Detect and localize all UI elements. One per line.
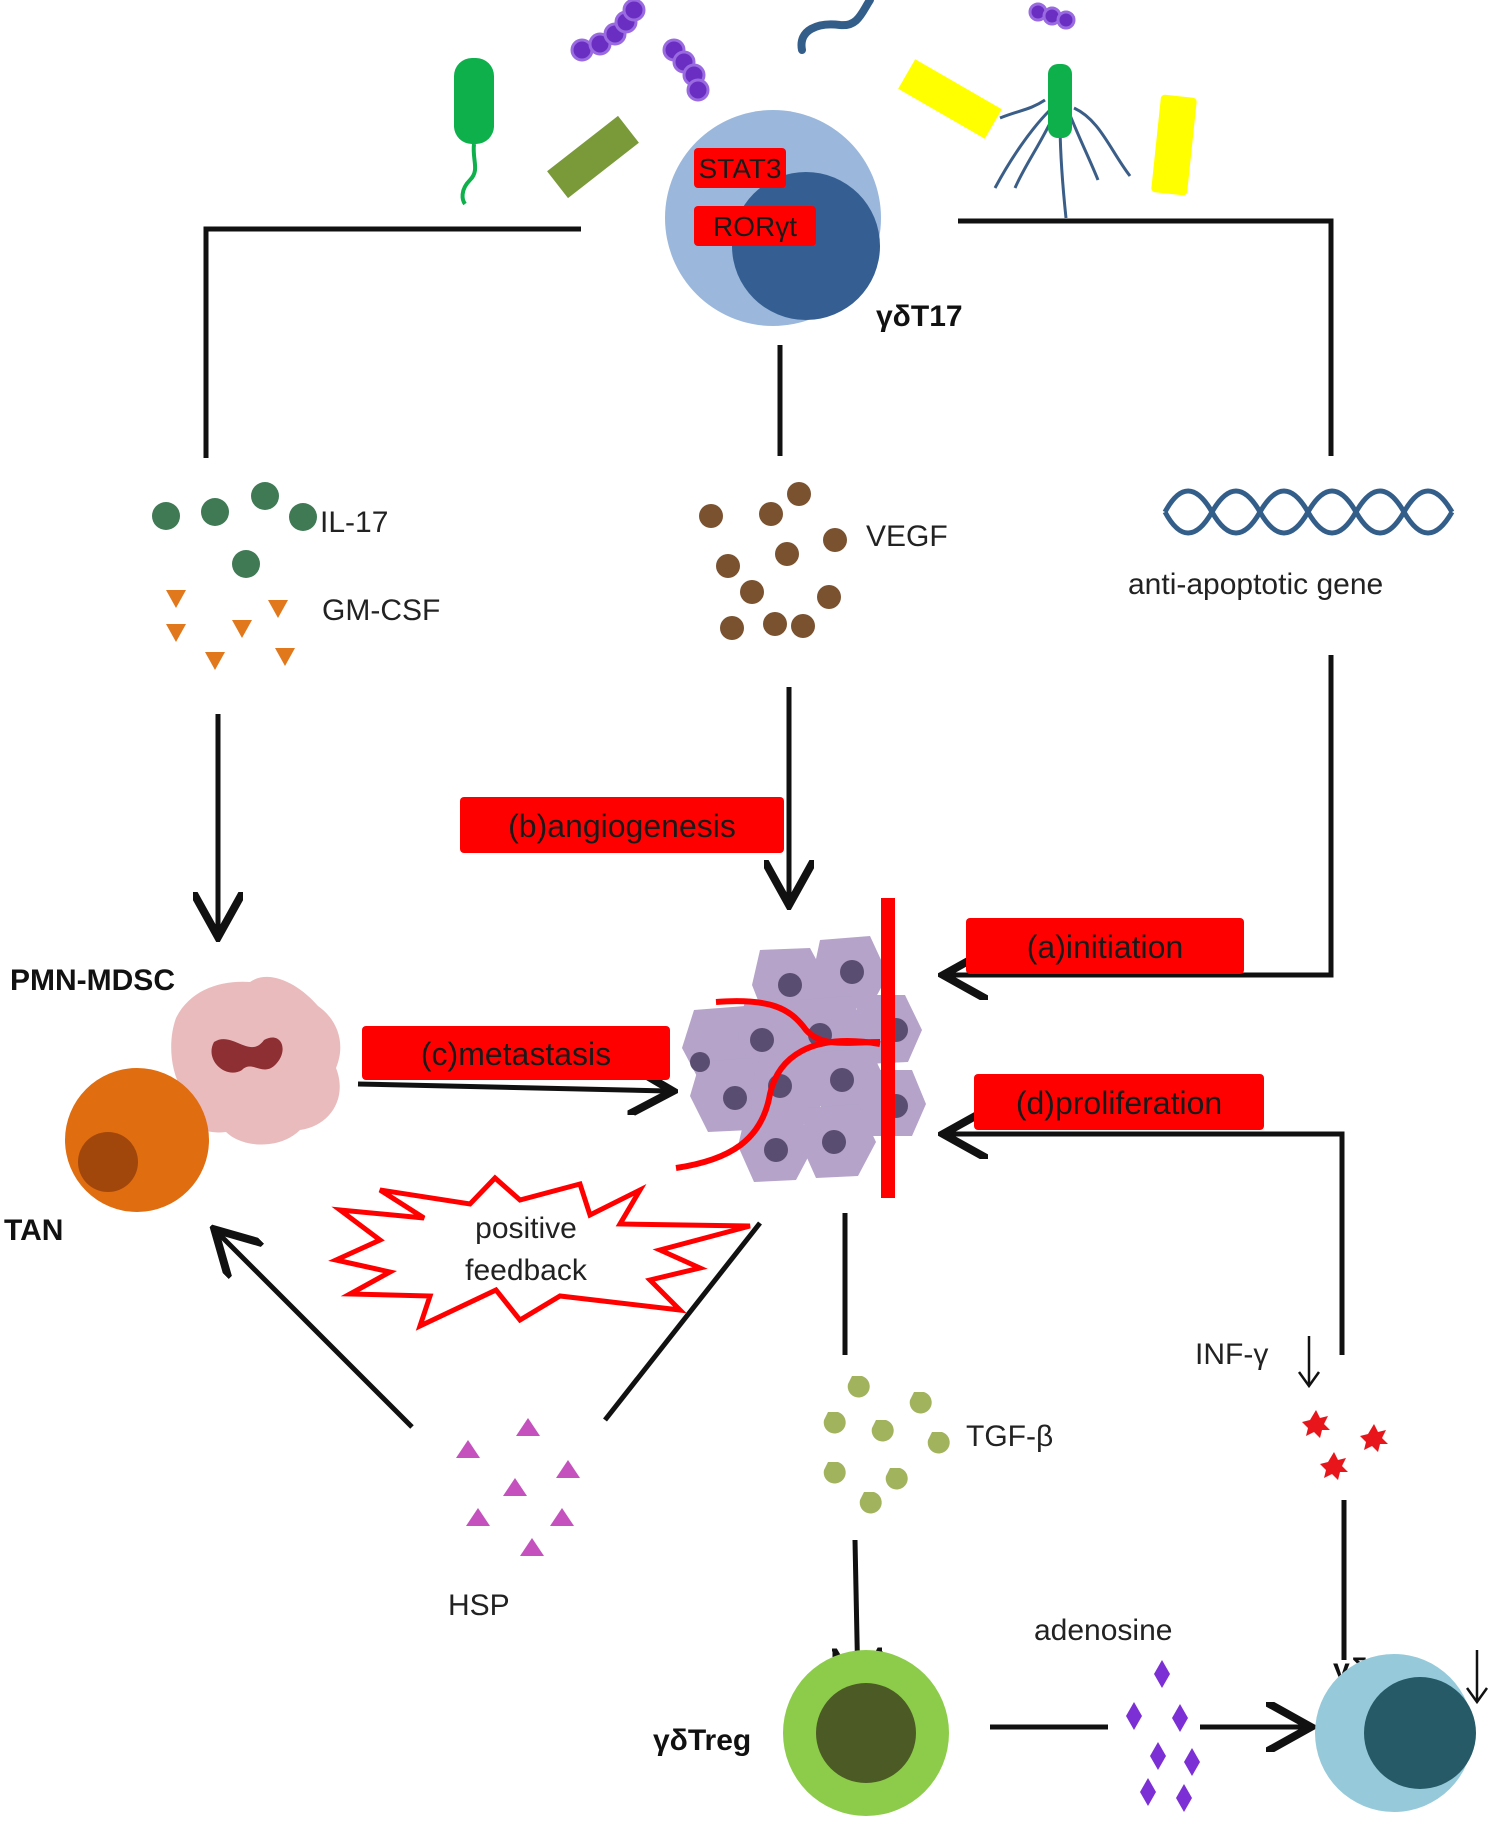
tumor-cluster xyxy=(675,898,926,1198)
microbes xyxy=(454,0,1197,219)
tgfb-label: TGF-β xyxy=(966,1420,1053,1453)
pmn-mdsc-cell xyxy=(171,976,341,1145)
vegf-particles xyxy=(699,482,847,640)
roryt-badge xyxy=(694,206,816,246)
rod-bacterium-icon xyxy=(547,115,639,199)
hsp-particles xyxy=(456,1418,580,1556)
dna-icon xyxy=(1162,488,1455,536)
yellow-rod-icon xyxy=(898,59,1002,139)
infg-particles xyxy=(1302,1410,1388,1480)
svg-text:(b)angiogenesis: (b)angiogenesis xyxy=(508,808,736,844)
th1-cell xyxy=(1315,1654,1476,1812)
blood-vessel xyxy=(881,898,895,1198)
gdT17-label: γδT17 xyxy=(876,300,963,333)
svg-text:positive: positive xyxy=(475,1212,577,1245)
treg-cell xyxy=(783,1650,949,1816)
gmcsf-particles xyxy=(166,590,295,670)
stat3-badge xyxy=(694,148,786,188)
initiation-box: (a)initiation xyxy=(966,918,1244,974)
adenosine-particles xyxy=(1126,1660,1200,1812)
spirochete-icon xyxy=(797,0,874,54)
hsp-label: HSP xyxy=(448,1589,510,1622)
down-arrow-icon xyxy=(1297,1336,1321,1389)
svg-text:(c)metastasis: (c)metastasis xyxy=(421,1036,611,1072)
peritrichous-bacterium-icon xyxy=(993,64,1132,219)
metastasis-box: (c)metastasis xyxy=(362,1026,670,1080)
down-arrow-icon xyxy=(1465,1650,1489,1705)
adenosine-label: adenosine xyxy=(1034,1614,1172,1647)
stat3-label: STAT3 xyxy=(699,153,782,184)
proliferation-box: (d)proliferation xyxy=(974,1074,1264,1130)
tan-label: TAN xyxy=(4,1214,63,1247)
treg-label: γδTreg xyxy=(653,1724,751,1757)
vegf-label: VEGF xyxy=(866,520,948,553)
roryt-label: RORγt xyxy=(713,211,797,242)
yellow-rod-icon xyxy=(1151,94,1197,196)
tgfb-particles xyxy=(823,1376,950,1514)
infg-label: INF-γ xyxy=(1195,1338,1268,1371)
il17-particles xyxy=(152,482,317,578)
gdT17-cell: STAT3 RORγt xyxy=(665,110,881,326)
positive-feedback-starburst: positive feedback xyxy=(328,1174,751,1331)
svg-text:(d)proliferation: (d)proliferation xyxy=(1016,1085,1222,1121)
flagellated-bacterium-icon xyxy=(454,58,494,206)
il17-label: IL-17 xyxy=(320,506,388,539)
connector-lines xyxy=(206,218,1347,1727)
pmn-mdsc-label: PMN-MDSC xyxy=(10,964,175,997)
angiogenesis-box: (b)angiogenesis xyxy=(460,797,784,853)
cocci-icon xyxy=(1028,2,1076,30)
svg-text:(a)initiation: (a)initiation xyxy=(1027,929,1184,965)
anti-apoptotic-label: anti-apoptotic gene xyxy=(1128,568,1383,601)
tan-cell xyxy=(65,1068,209,1212)
svg-text:feedback: feedback xyxy=(465,1254,588,1287)
gmcsf-label: GM-CSF xyxy=(322,594,440,627)
streptococcus-icon xyxy=(570,0,710,102)
